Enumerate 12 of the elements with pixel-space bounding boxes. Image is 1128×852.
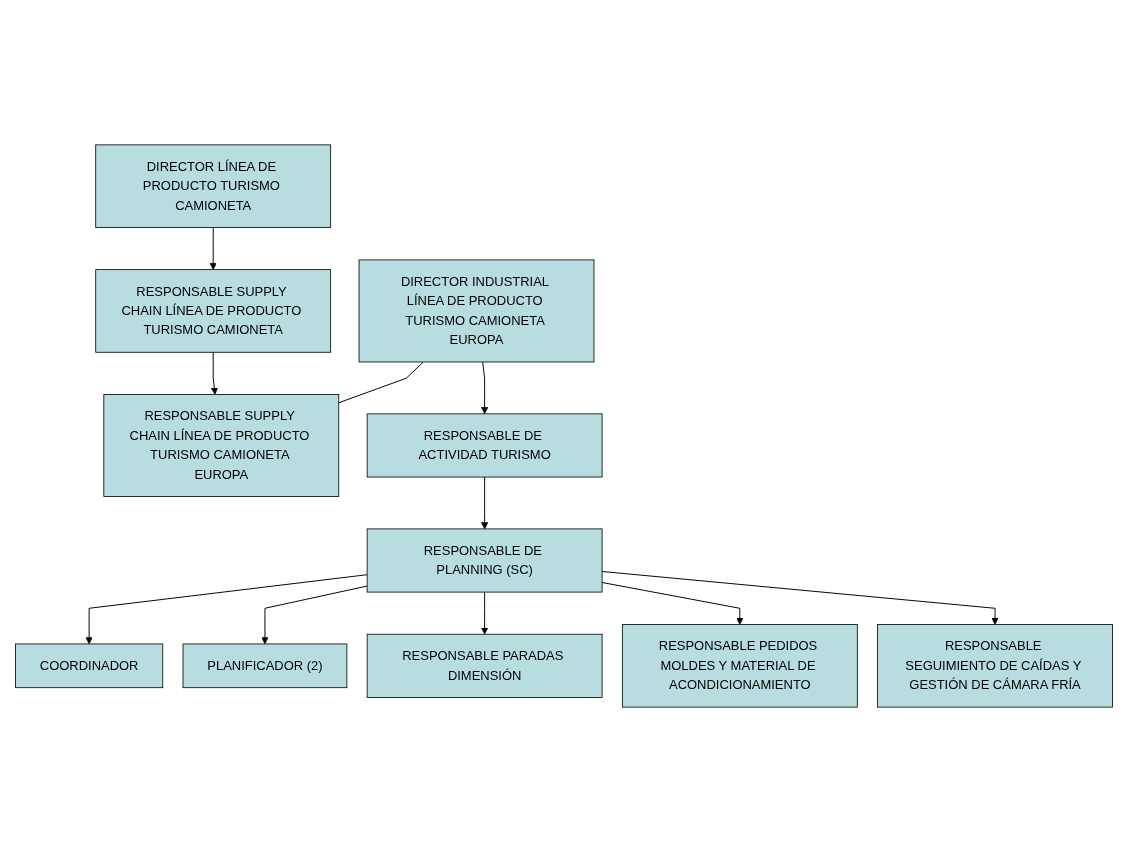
node-box: RESPONSABLE DE ACTIVIDAD TURISMO	[366, 413, 603, 478]
node-box: RESPONSABLE SUPPLY CHAIN LÍNEA DE PRODUCTO TURISMO CAMIONETA	[95, 269, 332, 353]
node-box: PLANIFICADOR (2)	[182, 643, 348, 689]
node-box: RESPONSABLE DE PLANNING (SC)	[366, 528, 603, 593]
node-box: RESPONSABLE SUPPLY CHAIN LÍNEA DE PRODUCTO TURISMO CAMIONETA EUROPA	[103, 394, 340, 497]
node-box: RESPONSABLE PEDIDOS MOLDES Y MATERIAL DE ACONDICIONAMIENTO	[621, 624, 858, 708]
connector	[338, 361, 424, 404]
node-box: DIRECTOR INDUSTRIAL LÍNEA DE PRODUCTO TURISMO CAMIONETA EUROPA	[358, 259, 595, 363]
node-box: RESPONSABLE SEGUIMIENTO DE CAÍDAS Y GESTIÓN DE CÁMARA FRÍA	[877, 624, 1113, 708]
node-box: RESPONSABLE PARADAS DIMENSIÓN	[366, 633, 603, 698]
node-box: DIRECTOR LÍNEA DE PRODUCTO TURISMO CAMIONETA	[95, 144, 332, 228]
node-box: COORDINADOR	[15, 643, 164, 689]
